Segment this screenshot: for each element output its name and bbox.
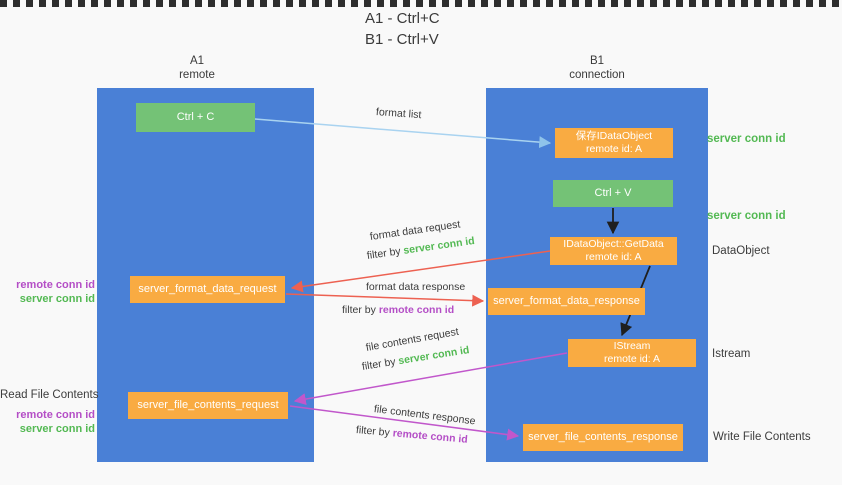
file-response-node: server_file_contents_response xyxy=(523,424,683,451)
file-response-label: server_file_contents_response xyxy=(528,431,678,443)
lane-header-a1: A1 remote xyxy=(137,54,257,82)
file-contents-response-label: file contents response xyxy=(373,403,477,428)
save-idataobject-node: 保存IDataObject remote id: A xyxy=(555,128,673,158)
remote-conn-id-text: remote conn id xyxy=(378,304,455,316)
istream-side-label: Istream xyxy=(712,348,751,360)
dataobject-label: DataObject xyxy=(712,245,770,257)
left-conn-id-group-1: remote conn id server conn id xyxy=(0,278,95,306)
ctrl-c-label: Ctrl + C xyxy=(176,111,215,123)
lane-header-b1: B1 connection xyxy=(537,54,657,82)
filter-by-text: filter by xyxy=(366,245,402,262)
server-conn-id-mid-label: server conn id xyxy=(707,210,786,222)
server-conn-id-text: server conn id xyxy=(397,344,471,368)
getdata-line1: IDataObject::GetData xyxy=(563,238,664,250)
server-conn-id-text: server conn id xyxy=(402,234,476,257)
istream-line1: IStream xyxy=(613,340,651,352)
istream-node: IStream remote id: A xyxy=(568,339,696,367)
server-conn-id-top-label: server conn id xyxy=(707,133,786,145)
server-conn-id-label-1: server conn id xyxy=(19,293,95,305)
lane-a1-sub: remote xyxy=(179,69,215,81)
format-request-node: server_format_data_request xyxy=(130,276,285,303)
istream-line2: remote id: A xyxy=(603,353,661,365)
filter-by-text: filter by xyxy=(361,355,397,373)
getdata-line2: remote id: A xyxy=(585,251,642,263)
ctrl-v-node: Ctrl + V xyxy=(553,180,673,207)
remote-conn-id-text: remote conn id xyxy=(392,427,469,446)
remote-conn-id-label-2: remote conn id xyxy=(16,409,95,421)
title-line-a1: A1 - Ctrl+C xyxy=(365,10,440,27)
ctrl-v-label: Ctrl + V xyxy=(594,187,632,199)
ctrl-c-node: Ctrl + C xyxy=(136,103,255,132)
lane-a1-name: A1 xyxy=(189,55,205,67)
format-response-label: server_format_data_response xyxy=(493,295,640,307)
format-request-label: server_format_data_request xyxy=(138,283,277,295)
left-conn-id-group-2: remote conn id server conn id xyxy=(0,408,95,436)
read-file-contents-label: Read File Contents xyxy=(0,389,99,401)
filter-by-text: filter by xyxy=(342,304,376,316)
format-data-response-label: format data response xyxy=(366,281,466,293)
format-response-node: server_format_data_response xyxy=(488,288,645,315)
remote-conn-id-label-1: remote conn id xyxy=(16,279,95,291)
save-idataobject-line1: 保存IDataObject xyxy=(575,130,653,142)
title-line-b1: B1 - Ctrl+V xyxy=(365,31,439,48)
file-request-node: server_file_contents_request xyxy=(128,392,288,419)
dotted-separator xyxy=(0,0,842,7)
format-data-response-arrow xyxy=(285,293,485,307)
save-idataobject-line2: remote id: A xyxy=(585,143,643,155)
lane-b1-sub: connection xyxy=(569,69,625,81)
diagram-title: A1 - Ctrl+C B1 - Ctrl+V xyxy=(365,8,440,50)
getdata-node: IDataObject::GetData remote id: A xyxy=(550,237,677,265)
lane-b1-name: B1 xyxy=(589,55,605,67)
server-conn-id-label-2: server conn id xyxy=(19,423,95,435)
format-list-label: format list xyxy=(375,106,422,122)
write-file-contents-label: Write File Contents xyxy=(713,431,811,443)
filter-by-text: filter by xyxy=(355,424,391,439)
file-request-label: server_file_contents_request xyxy=(137,399,279,411)
